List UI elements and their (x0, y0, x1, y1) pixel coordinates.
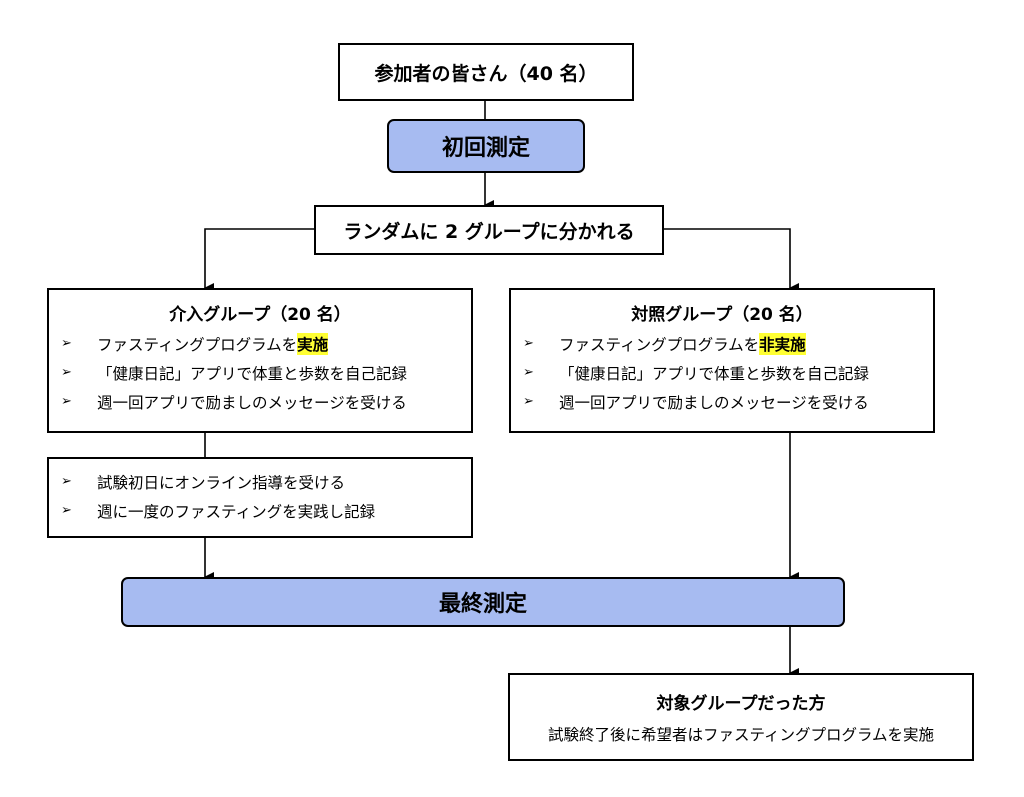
list-item-text: 「健康日記」アプリで体重と歩数を自己記録 (559, 364, 870, 383)
control-group-box: 対照グループ（20 名） ➢ ファスティングプログラムを非実施 ➢ 「健康日記」… (509, 288, 935, 433)
list-item: ➢ 週一回アプリで励ましのメッセージを受ける (49, 387, 471, 416)
list-item-text: 「健康日記」アプリで体重と歩数を自己記録 (97, 364, 408, 383)
control-after-box: 対象グループだった方 試験終了後に希望者はファスティングプログラムを実施 (508, 673, 974, 761)
list-item-text: ファスティングプログラムを (559, 335, 760, 354)
randomize-box: ランダムに 2 グループに分かれる (314, 205, 664, 255)
bullet-arrow-icon: ➢ (523, 365, 534, 380)
bullet-arrow-icon: ➢ (61, 503, 72, 518)
bullet-arrow-icon: ➢ (523, 336, 534, 351)
final-measurement-label: 最終測定 (438, 592, 527, 617)
intervention-extra-box: ➢ 試験初日にオンライン指導を受ける ➢ 週に一度のファスティングを実践し記録 (47, 457, 473, 538)
list-item-text: ファスティングプログラムを (97, 335, 298, 354)
list-item: ➢ 「健康日記」アプリで体重と歩数を自己記録 (511, 358, 933, 387)
participants-label: 参加者の皆さん（40 名） (374, 62, 598, 85)
connector-randomize-control (664, 228, 799, 293)
control-after-title: 対象グループだった方 (656, 694, 826, 714)
bullet-arrow-icon: ➢ (523, 394, 534, 409)
list-item-text: 週一回アプリで励ましのメッセージを受ける (97, 393, 407, 412)
highlight-not-implement: 非実施 (759, 332, 806, 355)
participants-box: 参加者の皆さん（40 名） (338, 43, 634, 101)
control-group-title: 対照グループ（20 名） (631, 305, 813, 325)
intervention-group-title: 介入グループ（20 名） (169, 305, 351, 325)
list-item: ➢ ファスティングプログラムを非実施 (511, 329, 933, 358)
list-item: ➢ 試験初日にオンライン指導を受ける (49, 467, 471, 496)
initial-measurement-label: 初回測定 (441, 136, 530, 161)
initial-measurement-box: 初回測定 (387, 119, 585, 173)
list-item: ➢ 週に一度のファスティングを実践し記録 (49, 496, 471, 525)
highlight-implement: 実施 (297, 332, 329, 355)
list-item: ➢ ファスティングプログラムを実施 (49, 329, 471, 358)
list-item-text: 週一回アプリで励ましのメッセージを受ける (559, 393, 869, 412)
list-item: ➢ 「健康日記」アプリで体重と歩数を自己記録 (49, 358, 471, 387)
intervention-group-box: 介入グループ（20 名） ➢ ファスティングプログラムを実施 ➢ 「健康日記」ア… (47, 288, 473, 433)
bullet-arrow-icon: ➢ (61, 394, 72, 409)
bullet-arrow-icon: ➢ (61, 474, 72, 489)
connector-randomize-intervention (204, 228, 316, 293)
final-measurement-box: 最終測定 (121, 577, 845, 627)
list-item-text: 試験初日にオンライン指導を受ける (97, 473, 346, 492)
bullet-arrow-icon: ➢ (61, 336, 72, 351)
bullet-arrow-icon: ➢ (61, 365, 72, 380)
randomize-label: ランダムに 2 グループに分かれる (343, 220, 635, 243)
list-item: ➢ 週一回アプリで励ましのメッセージを受ける (511, 387, 933, 416)
control-after-desc: 試験終了後に希望者はファスティングプログラムを実施 (547, 726, 935, 744)
list-item-text: 週に一度のファスティングを実践し記録 (97, 502, 376, 521)
